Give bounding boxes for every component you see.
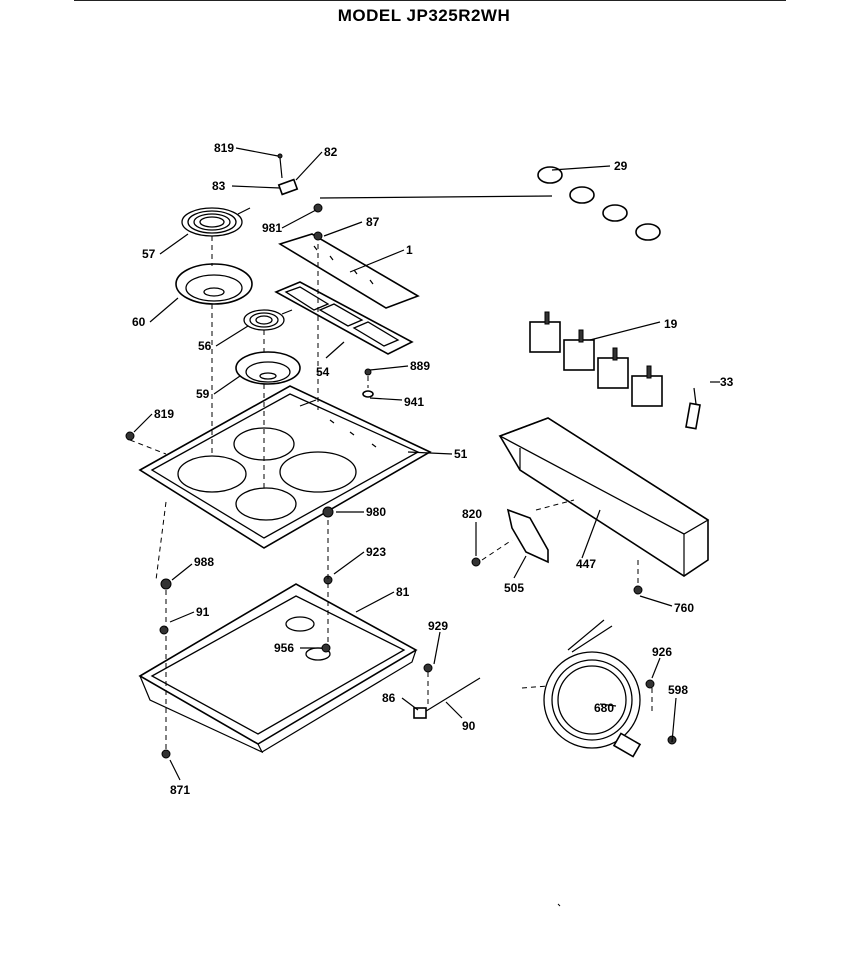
top-border-line xyxy=(74,0,786,1)
label-56: 56 xyxy=(198,339,212,353)
surface-unit-56 xyxy=(243,309,293,331)
label-929: 929 xyxy=(428,619,448,633)
label-819-top: 819 xyxy=(214,141,234,155)
label-598: 598 xyxy=(668,683,688,697)
label-980: 980 xyxy=(366,505,386,519)
label-91: 91 xyxy=(196,605,210,619)
label-760: 760 xyxy=(674,601,694,615)
label-926: 926 xyxy=(652,645,672,659)
label-680: 680 xyxy=(594,701,614,715)
label-87: 87 xyxy=(366,215,380,229)
label-923: 923 xyxy=(366,545,386,559)
label-82: 82 xyxy=(324,145,338,159)
label-19: 19 xyxy=(664,317,678,331)
label-956: 956 xyxy=(274,641,294,655)
bracket-505 xyxy=(506,508,549,564)
label-54: 54 xyxy=(316,365,330,379)
control-knobs-29 xyxy=(537,166,661,241)
label-59: 59 xyxy=(196,387,210,401)
label-988: 988 xyxy=(194,555,214,569)
indicator-light-33 xyxy=(685,387,701,430)
label-81: 81 xyxy=(396,585,410,599)
label-57: 57 xyxy=(142,247,156,261)
drip-pan-60 xyxy=(175,263,253,305)
label-447: 447 xyxy=(576,557,596,571)
gasket-54 xyxy=(274,281,414,355)
label-86: 86 xyxy=(382,691,396,705)
assembly-lines xyxy=(129,236,653,907)
label-29: 29 xyxy=(614,159,628,173)
leader-lines xyxy=(133,147,720,781)
label-871: 871 xyxy=(170,783,190,797)
control-housing-447 xyxy=(498,417,710,577)
label-60: 60 xyxy=(132,315,146,329)
wire-harness-680 xyxy=(543,619,642,758)
rod-90 xyxy=(413,677,481,719)
label-51: 51 xyxy=(454,447,468,461)
label-505: 505 xyxy=(504,581,524,595)
main-top-81 xyxy=(138,583,418,754)
label-820: 820 xyxy=(462,507,482,521)
page-title: MODEL JP325R2WH xyxy=(337,6,511,25)
label-1: 1 xyxy=(406,243,413,257)
surface-unit-57 xyxy=(181,207,251,237)
label-981: 981 xyxy=(262,221,282,235)
cooktop-51 xyxy=(138,385,432,549)
label-889: 889 xyxy=(410,359,430,373)
drip-pan-59 xyxy=(235,351,301,385)
terminal-block-82 xyxy=(277,153,299,196)
part-labels: 819 82 83 29 981 87 57 1 60 19 56 54 889… xyxy=(132,141,734,797)
label-83: 83 xyxy=(212,179,226,193)
label-90: 90 xyxy=(462,719,476,733)
infinite-switches-19 xyxy=(529,311,663,407)
label-819-left: 819 xyxy=(154,407,174,421)
label-33: 33 xyxy=(720,375,734,389)
label-941: 941 xyxy=(404,395,424,409)
control-panel-1 xyxy=(278,233,420,309)
